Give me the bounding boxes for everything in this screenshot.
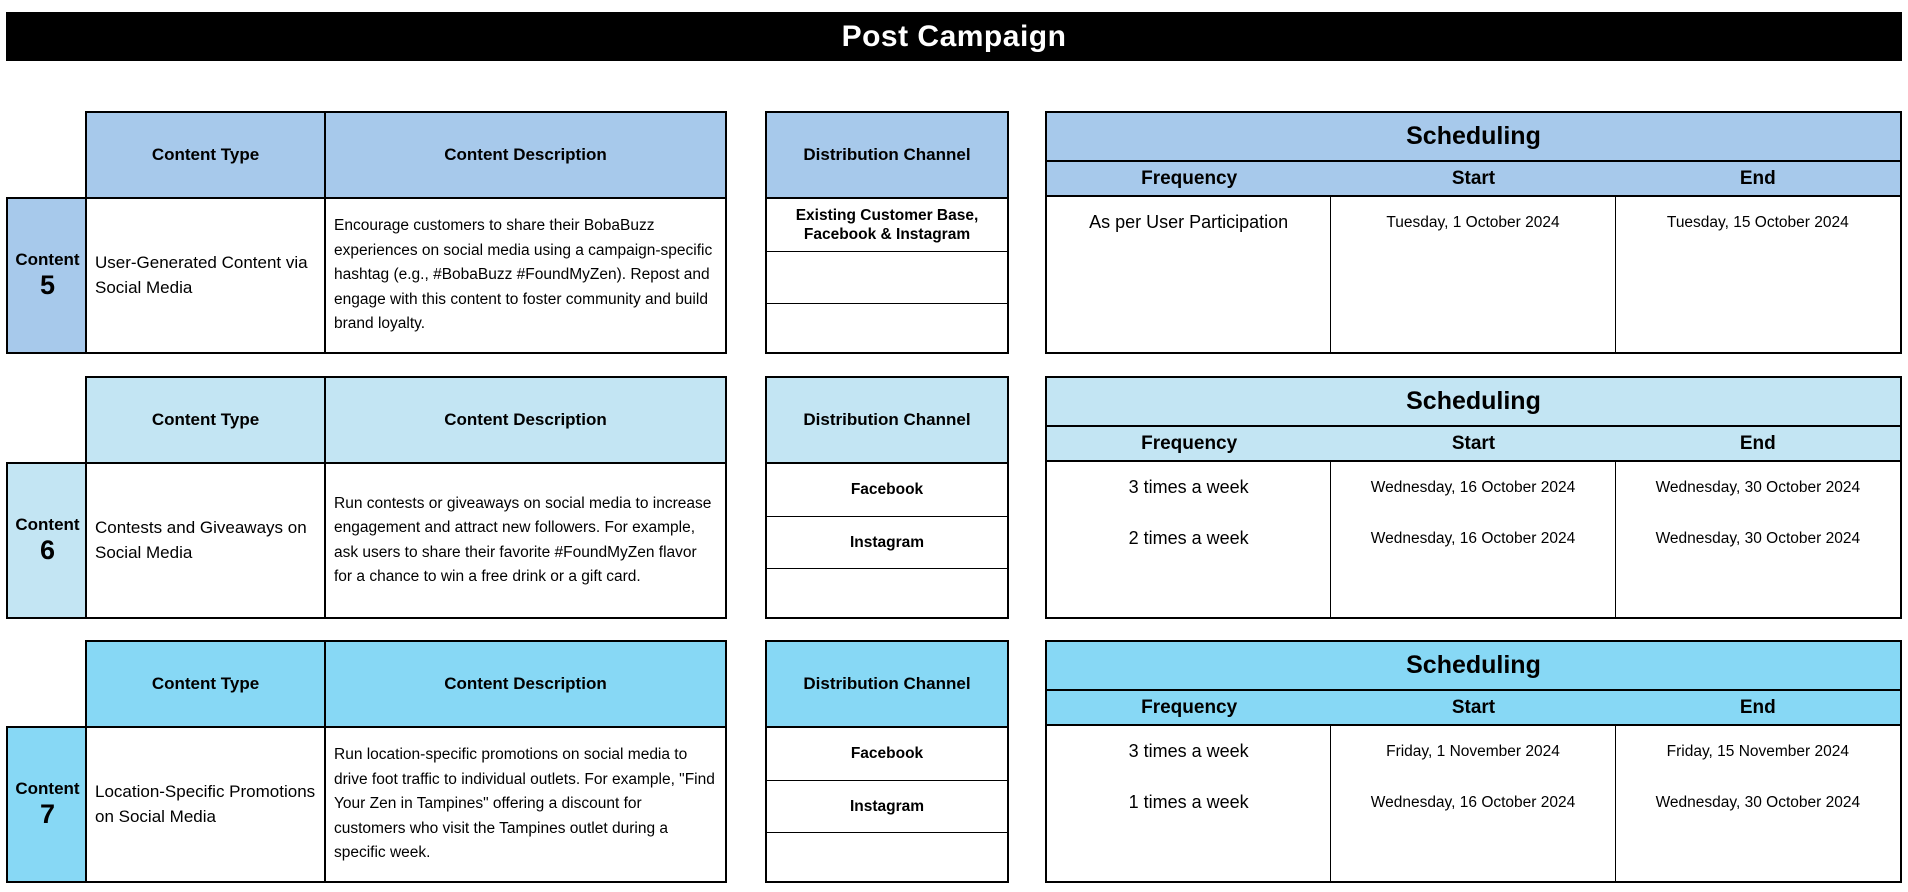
frequency-cell bbox=[1047, 248, 1332, 299]
end-cell: Wednesday, 30 October 2024 bbox=[1655, 478, 1861, 496]
channel-cell: Facebook bbox=[850, 745, 924, 763]
channel-cell: Instagram bbox=[767, 780, 1007, 832]
end-cell bbox=[1616, 564, 1900, 617]
start-cell: Wednesday, 16 October 2024 bbox=[1331, 777, 1616, 828]
start-cell bbox=[1331, 828, 1616, 881]
content-description-cell: Run contests or giveaways on social medi… bbox=[334, 494, 712, 585]
start-cell: Wednesday, 16 October 2024 bbox=[1331, 513, 1616, 564]
scheduling-body: 3 times a week Wednesday, 16 October 202… bbox=[1047, 462, 1900, 617]
end-header: End bbox=[1739, 432, 1776, 454]
content-description-cell: Encourage customers to share their BobaB… bbox=[334, 217, 713, 333]
distribution-channel-header: Distribution Channel bbox=[767, 378, 1007, 464]
start-cell bbox=[1331, 248, 1616, 299]
content-description-header: Content Description bbox=[326, 113, 725, 199]
end-cell bbox=[1616, 299, 1900, 352]
frequency-cell bbox=[1047, 564, 1332, 617]
frequency-cell: 3 times a week bbox=[1047, 462, 1332, 513]
start-header: Start bbox=[1451, 432, 1496, 454]
content-type-header: Content Type bbox=[87, 113, 326, 199]
start-cell: Wednesday, 16 October 2024 bbox=[1331, 462, 1616, 513]
frequency-cell bbox=[1047, 299, 1332, 352]
scheduling-table-7: Scheduling Frequency Start End 3 times a… bbox=[1045, 640, 1902, 883]
scheduling-table-5: Scheduling Frequency Start End As per Us… bbox=[1045, 111, 1902, 354]
content-table-5: Content Type Content Description User-Ge… bbox=[85, 111, 727, 354]
scheduling-body: As per User Participation Tuesday, 1 Oct… bbox=[1047, 197, 1900, 352]
end-cell: Friday, 15 November 2024 bbox=[1666, 742, 1850, 760]
content-label-number: 5 bbox=[39, 270, 56, 301]
content-6-label: Content 6 bbox=[6, 462, 87, 619]
channel-cell: Existing Customer Base, Facebook & Insta… bbox=[795, 206, 979, 243]
distribution-channel-header: Distribution Channel bbox=[767, 642, 1007, 728]
content-section-7: Content 7 Content Type Content Descripti… bbox=[0, 640, 1908, 884]
end-cell bbox=[1616, 828, 1900, 881]
content-type-cell: Location-Specific Promotions on Social M… bbox=[87, 728, 326, 881]
channel-cell: Facebook bbox=[850, 481, 924, 499]
distribution-table-7: Distribution Channel Facebook Instagram bbox=[765, 640, 1009, 883]
start-cell: Tuesday, 1 October 2024 bbox=[1331, 197, 1616, 248]
content-type-header: Content Type bbox=[87, 642, 326, 728]
channel-cell bbox=[767, 568, 1007, 617]
content-label-word: Content bbox=[15, 249, 80, 269]
content-label-number: 6 bbox=[39, 535, 56, 566]
content-description-header: Content Description bbox=[326, 378, 725, 464]
content-type-header: Content Type bbox=[87, 378, 326, 464]
frequency-cell: 3 times a week bbox=[1047, 726, 1332, 777]
frequency-cell: As per User Participation bbox=[1047, 197, 1332, 248]
scheduling-subheaders: Frequency Start End bbox=[1047, 427, 1900, 462]
start-header: Start bbox=[1451, 167, 1496, 189]
start-cell: Friday, 1 November 2024 bbox=[1331, 726, 1616, 777]
distribution-table-5: Distribution Channel Existing Customer B… bbox=[765, 111, 1009, 354]
channel-cell bbox=[767, 251, 1007, 303]
content-label-number: 7 bbox=[39, 799, 56, 830]
content-section-6: Content 6 Content Type Content Descripti… bbox=[0, 376, 1908, 620]
page-title: Post Campaign bbox=[6, 12, 1902, 61]
scheduling-header: Scheduling bbox=[1047, 378, 1900, 427]
end-cell: Tuesday, 15 October 2024 bbox=[1666, 213, 1849, 231]
scheduling-header: Scheduling bbox=[1047, 113, 1900, 162]
scheduling-table-6: Scheduling Frequency Start End 3 times a… bbox=[1045, 376, 1902, 619]
end-cell: Wednesday, 30 October 2024 bbox=[1655, 529, 1861, 547]
content-table-7: Content Type Content Description Locatio… bbox=[85, 640, 727, 883]
end-header: End bbox=[1739, 696, 1776, 718]
distribution-table-6: Distribution Channel Facebook Instagram bbox=[765, 376, 1009, 619]
content-label-word: Content bbox=[15, 514, 80, 534]
frequency-cell: 2 times a week bbox=[1047, 513, 1332, 564]
content-type-cell: Contests and Giveaways on Social Media bbox=[87, 464, 326, 617]
channel-cell bbox=[767, 303, 1007, 352]
channel-cell: Instagram bbox=[767, 516, 1007, 568]
frequency-header: Frequency bbox=[1141, 167, 1238, 189]
scheduling-body: 3 times a week Friday, 1 November 2024 F… bbox=[1047, 726, 1900, 881]
frequency-header: Frequency bbox=[1141, 696, 1238, 718]
start-cell bbox=[1331, 299, 1616, 352]
channel-cell bbox=[767, 832, 1007, 881]
start-cell bbox=[1331, 564, 1616, 617]
frequency-cell bbox=[1047, 828, 1332, 881]
end-cell bbox=[1616, 248, 1900, 299]
content-5-label: Content 5 bbox=[6, 197, 87, 354]
scheduling-subheaders: Frequency Start End bbox=[1047, 162, 1900, 197]
content-7-label: Content 7 bbox=[6, 726, 87, 883]
scheduling-header: Scheduling bbox=[1047, 642, 1900, 691]
end-cell: Wednesday, 30 October 2024 bbox=[1655, 793, 1861, 811]
frequency-cell: 1 times a week bbox=[1047, 777, 1332, 828]
distribution-channel-header: Distribution Channel bbox=[767, 113, 1007, 199]
frequency-header: Frequency bbox=[1141, 432, 1238, 454]
content-description-cell: Run location-specific promotions on soci… bbox=[334, 746, 715, 862]
content-table-6: Content Type Content Description Contest… bbox=[85, 376, 727, 619]
content-type-cell: User-Generated Content via Social Media bbox=[87, 199, 326, 352]
start-header: Start bbox=[1451, 696, 1496, 718]
content-section-5: Content 5 Content Type Content Descripti… bbox=[0, 111, 1908, 355]
content-label-word: Content bbox=[15, 778, 80, 798]
end-header: End bbox=[1739, 167, 1776, 189]
content-description-header: Content Description bbox=[326, 642, 725, 728]
scheduling-subheaders: Frequency Start End bbox=[1047, 691, 1900, 726]
